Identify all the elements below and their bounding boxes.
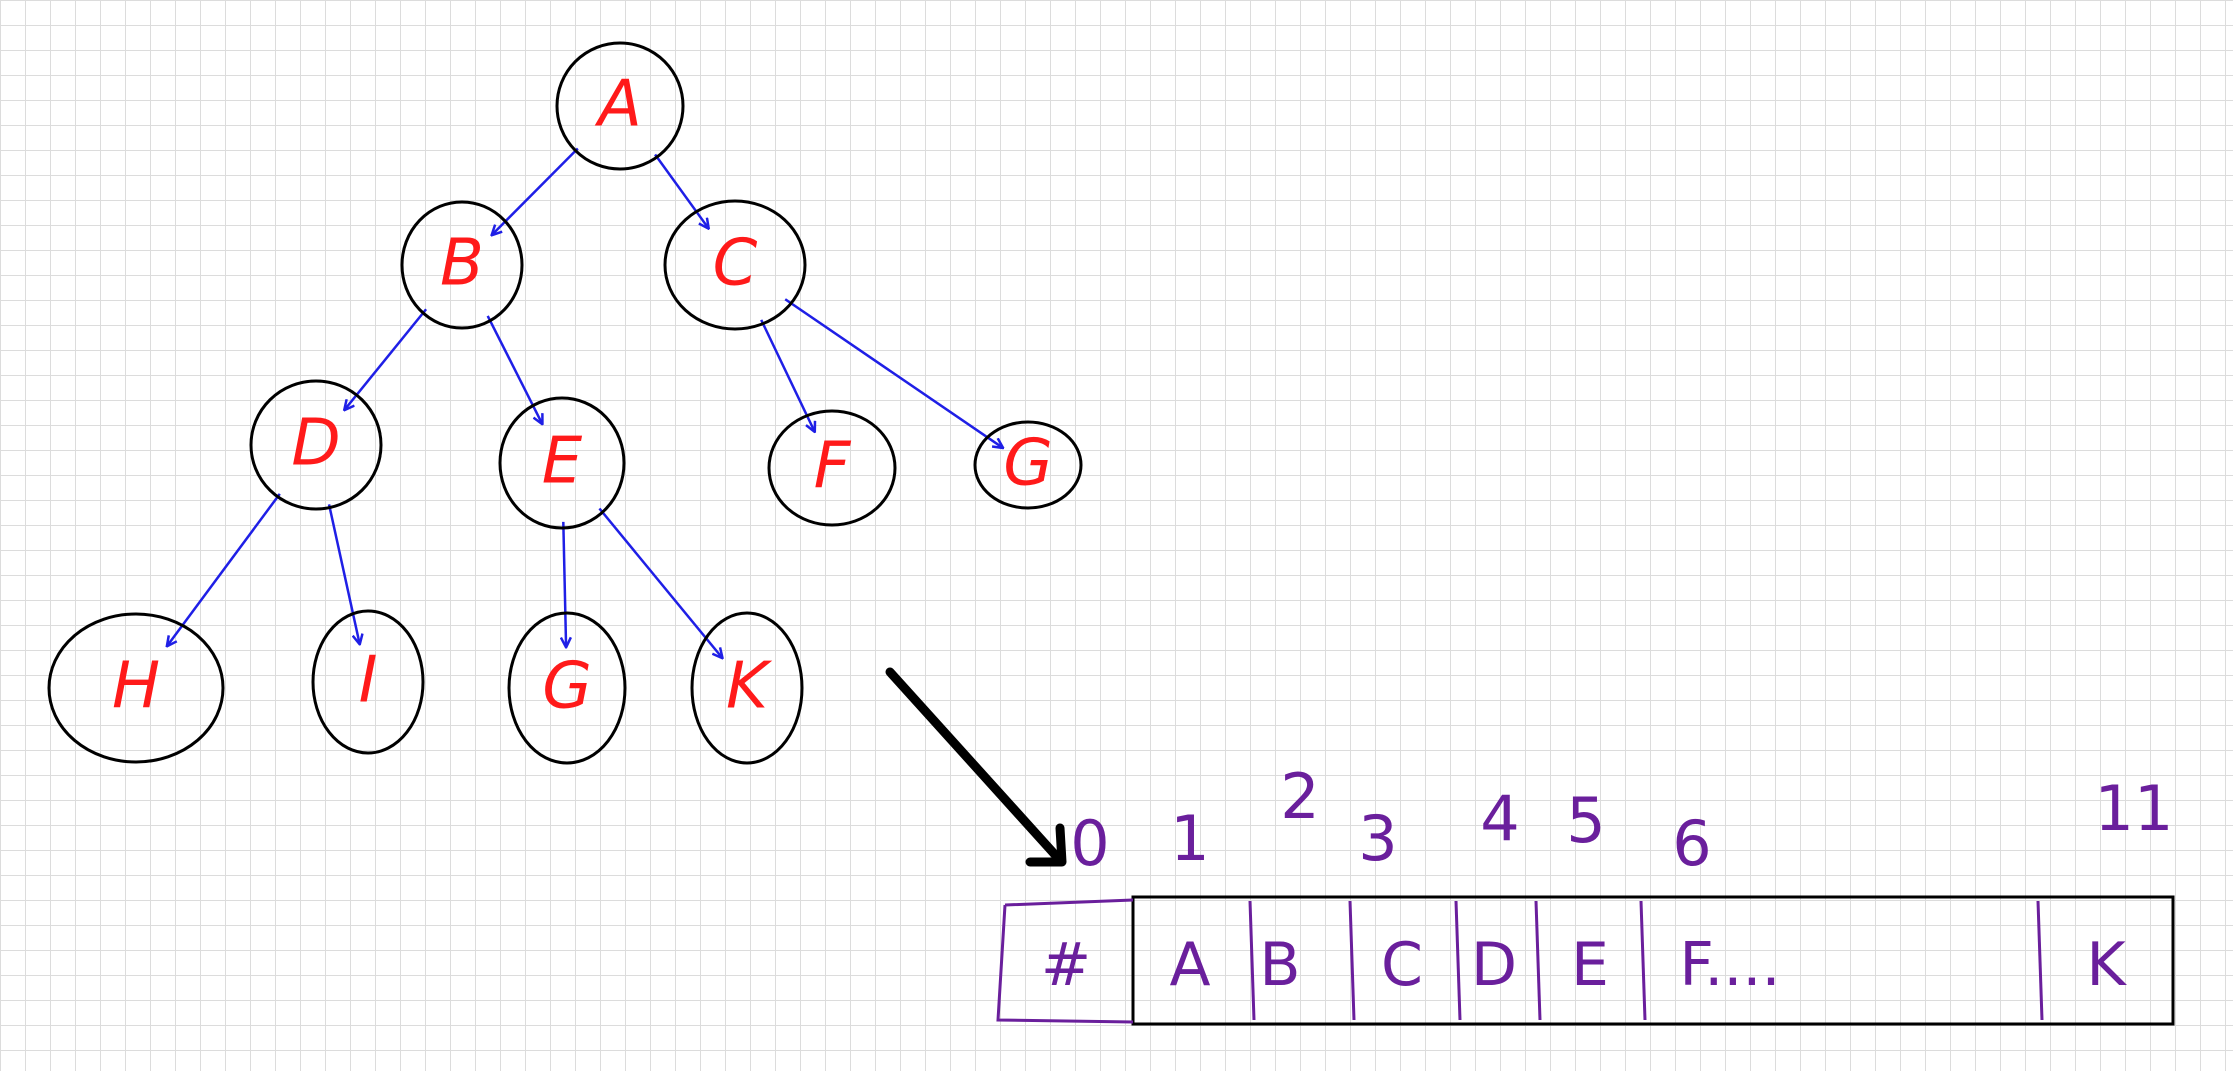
array-divider — [1454, 900, 1462, 1021]
tree-node-j: G — [507, 611, 627, 765]
node-label: E — [542, 425, 583, 499]
edge-d-i — [327, 504, 360, 644]
array-divider — [1534, 900, 1542, 1021]
node-circle — [311, 609, 425, 755]
node-label: A — [594, 68, 642, 142]
edge-e-j — [563, 521, 566, 648]
array-cell-5: E — [1571, 930, 1609, 1000]
node-circle — [507, 611, 627, 765]
node-circle — [47, 612, 225, 764]
conversion-arrowhead — [1025, 823, 1067, 867]
tree-node-d: D — [249, 379, 383, 511]
array-index-5: 5 — [1566, 784, 1605, 857]
tree-node-a: A — [555, 41, 685, 171]
array-divider — [1248, 900, 1256, 1021]
array-index-6: 6 — [1672, 807, 1711, 880]
tree-node-f: F — [767, 409, 897, 527]
tree-node-b: B — [400, 200, 524, 330]
node-circle — [767, 409, 897, 527]
array-divider — [2036, 900, 2044, 1021]
edge-b-d — [344, 308, 428, 410]
tree-node-k: K — [690, 611, 804, 765]
tree-node-g1: G — [973, 420, 1083, 510]
node-label: D — [291, 407, 340, 481]
array-index-3: 3 — [1358, 802, 1397, 875]
conversion-arrow — [885, 667, 1063, 863]
node-circle — [400, 200, 524, 330]
array-outline — [1131, 895, 2175, 1026]
node-label: I — [359, 644, 378, 718]
node-circle — [249, 379, 383, 511]
array-index-1: 1 — [1170, 802, 1209, 875]
node-circle — [973, 420, 1083, 510]
node-circle — [555, 41, 685, 171]
tree-edges — [167, 147, 1003, 658]
edge-c-g1 — [784, 298, 1003, 448]
tree-node-e: E — [498, 396, 626, 530]
array-cell-6: F.... — [1679, 930, 1780, 1000]
array-index-4: 4 — [1480, 782, 1519, 855]
tree-node-c: C — [663, 199, 807, 331]
node-circle — [498, 396, 626, 530]
array-cell-7: K — [2086, 930, 2127, 1000]
node-label: F — [814, 430, 852, 504]
edge-d-h — [167, 493, 281, 647]
node-label: K — [726, 650, 773, 724]
node-label: B — [440, 227, 484, 301]
array-cell-0-outline — [996, 898, 1134, 1024]
node-circle — [663, 199, 807, 331]
edge-c-f — [760, 319, 815, 432]
edge-a-c — [654, 153, 709, 228]
array-index-11: 11 — [2095, 772, 2174, 845]
tree-node-h: H — [47, 612, 225, 764]
node-label: G — [542, 650, 592, 724]
array-index-0: 0 — [1070, 807, 1109, 880]
array-divider — [1639, 900, 1647, 1021]
node-label: G — [1003, 427, 1053, 501]
tree-nodes: A B C D E F G H I G K — [47, 41, 1083, 765]
array-cell-1: A — [1169, 930, 1210, 1000]
edge-e-k — [598, 507, 722, 658]
tree-node-i: I — [311, 609, 425, 755]
array-cell-0: # — [1041, 930, 1091, 1000]
node-label: C — [713, 227, 758, 301]
array-cell-3: C — [1381, 930, 1423, 1000]
array-index-2: 2 — [1280, 760, 1319, 833]
array-cell-2: B — [1259, 930, 1300, 1000]
edge-b-e — [486, 315, 543, 424]
node-label: H — [112, 650, 160, 724]
node-circle — [690, 611, 804, 765]
array-cell-4: D — [1471, 930, 1517, 1000]
array-divider — [1348, 900, 1356, 1021]
